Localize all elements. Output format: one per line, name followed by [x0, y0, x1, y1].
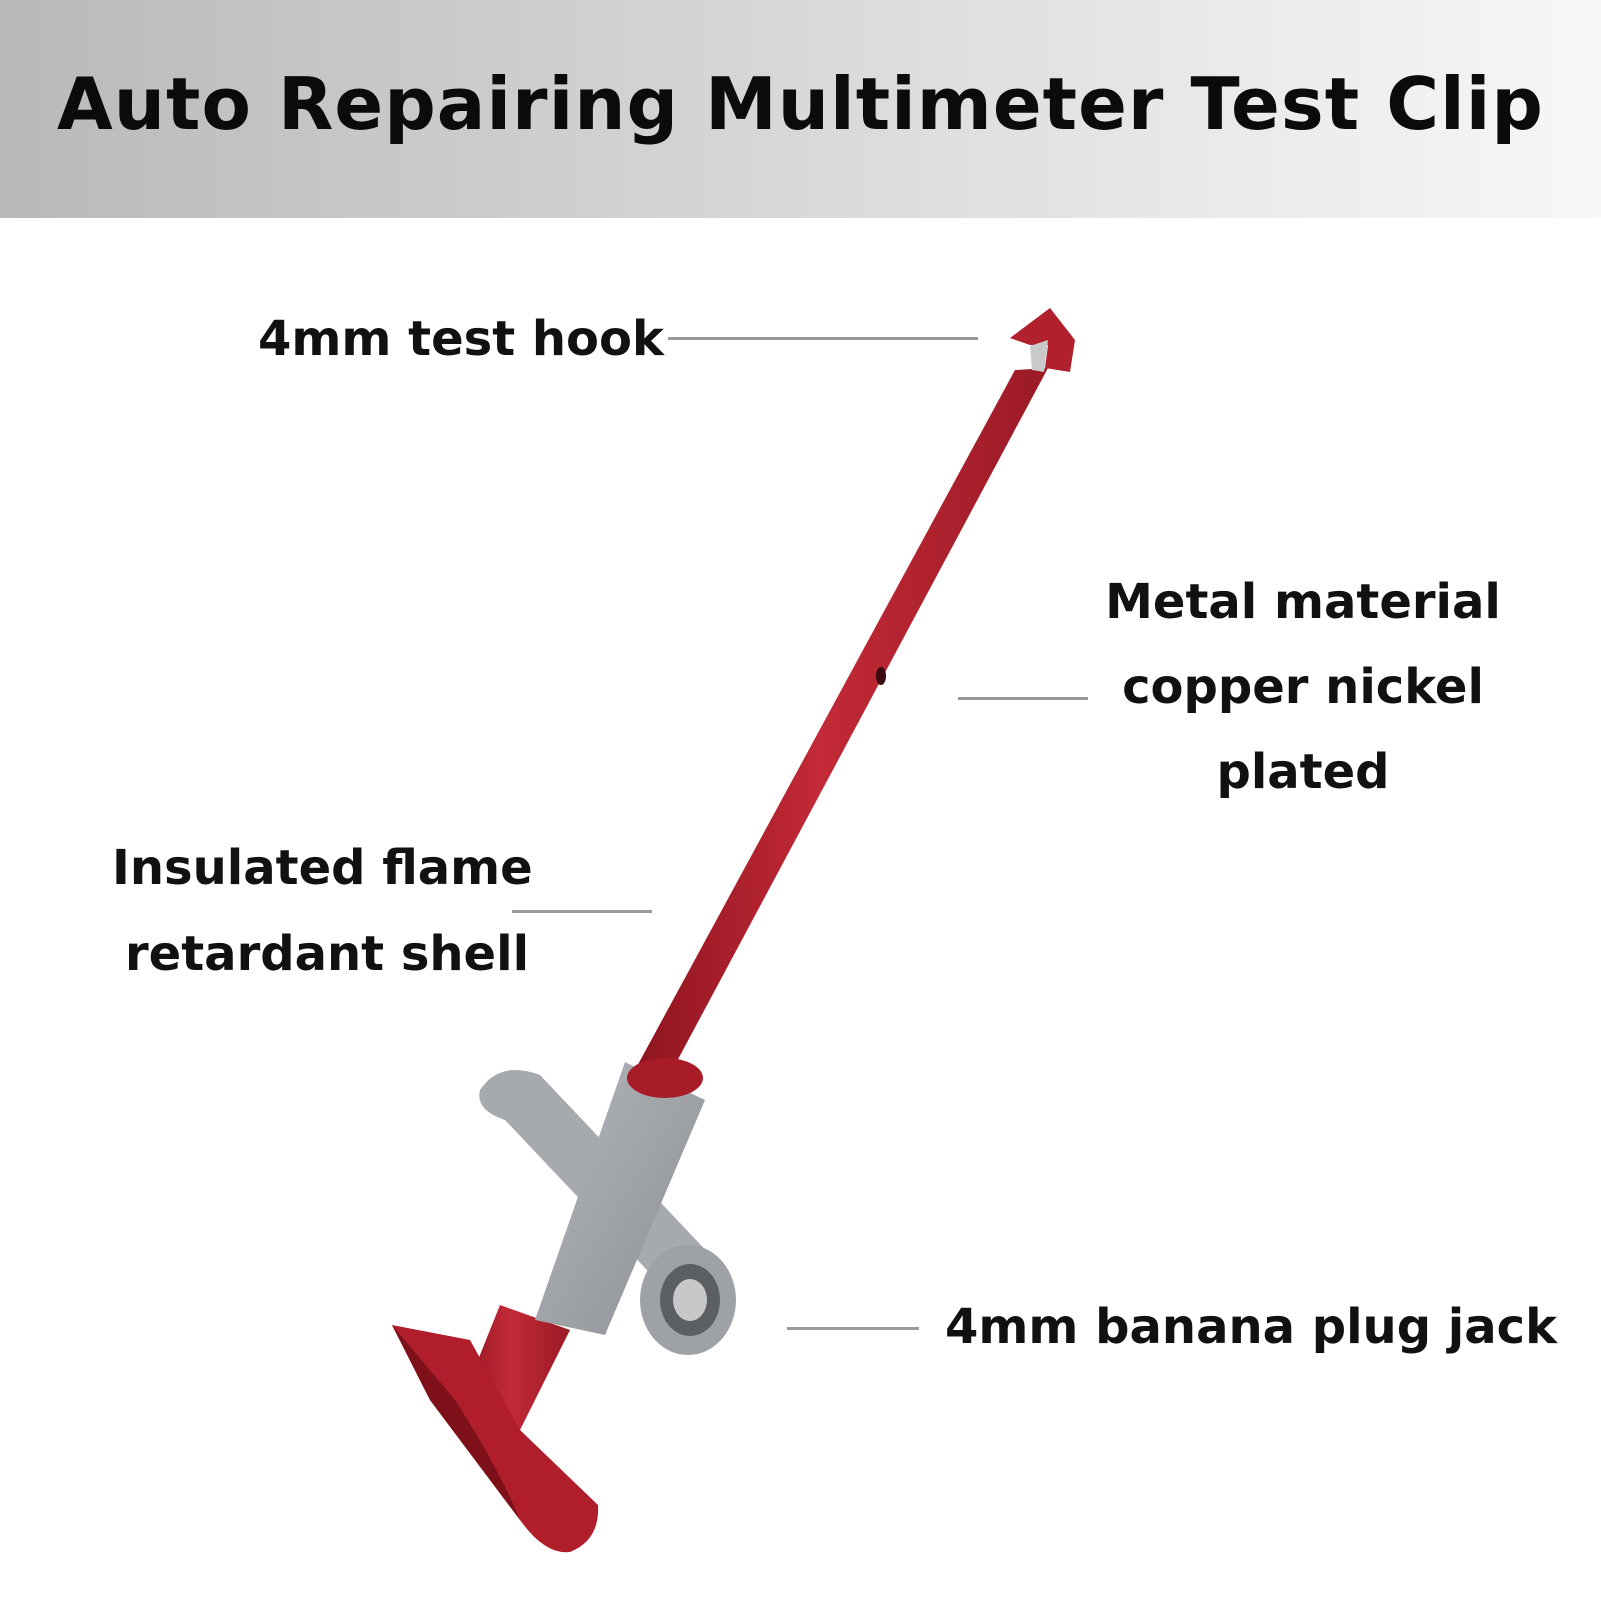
title-banner: Auto Repairing Multimeter Test Clip	[0, 0, 1601, 218]
callout-shell-line2: retardant shell	[125, 926, 530, 982]
callout-metal-line1: Metal material	[1105, 574, 1501, 630]
clip-finger-pad	[392, 1325, 599, 1553]
leader-banana-jack	[787, 1327, 919, 1330]
clip-finger-pad-shadow	[392, 1325, 520, 1520]
leader-shell	[512, 910, 652, 913]
clip-hook-tip	[1010, 308, 1075, 372]
page-title: Auto Repairing Multimeter Test Clip	[57, 62, 1544, 146]
leader-metal	[958, 697, 1088, 700]
shaft-hole	[876, 667, 886, 685]
callout-test-hook: 4mm test hook	[258, 311, 664, 367]
callout-metal-line3: plated	[1216, 744, 1390, 800]
callout-shell-line1: Insulated flame	[112, 840, 533, 896]
clip-hook-metal	[1030, 340, 1048, 372]
leader-test-hook	[668, 337, 978, 340]
shaft-collar	[627, 1058, 703, 1098]
callout-banana-jack: 4mm banana plug jack	[945, 1299, 1557, 1355]
callout-metal-line2: copper nickel	[1122, 659, 1484, 715]
clip-shaft	[635, 368, 1048, 1078]
insulator-sleeve	[535, 1062, 705, 1335]
banana-jack-socket	[673, 1279, 707, 1321]
